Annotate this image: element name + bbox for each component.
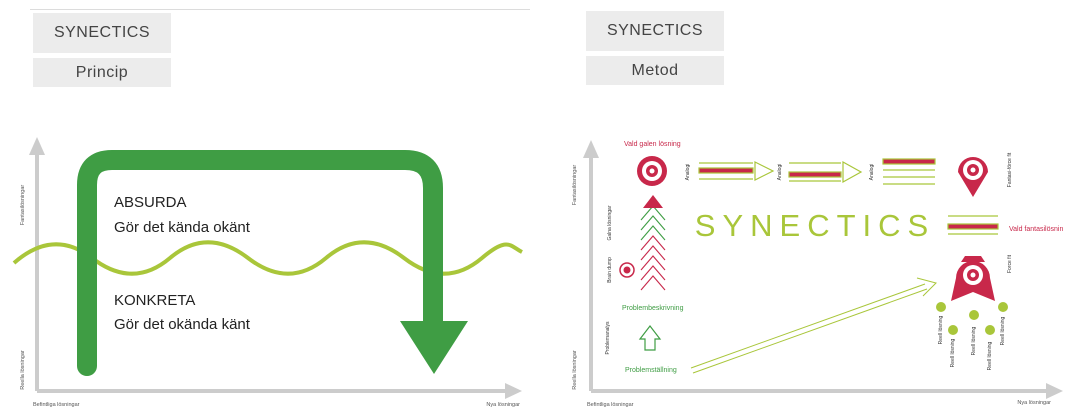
crazy-chevrons-top [643, 195, 663, 208]
method-title: SYNECTICS [606, 22, 704, 39]
chosen-crazy-target-icon [637, 156, 667, 186]
uturn-arrowhead [400, 321, 468, 374]
brain-dump-label: Brain dump [607, 257, 613, 283]
absurd-text: Gör det kända okänt [114, 219, 251, 236]
boundary-wave [12, 240, 523, 276]
method-y-axis-top-label: Fantasilösningar [572, 165, 578, 206]
crazy-solutions-label: Galna lösningar [607, 205, 613, 240]
method-diagram: Fantasilösningar Reella lösningar Befint… [572, 140, 1063, 408]
real-solution-label-4: Reell lösning [987, 341, 993, 370]
analogy-segment-3 [882, 158, 936, 185]
method-axes [583, 140, 1063, 399]
chosen-fantasy-bars [947, 215, 999, 235]
method-x-axis-right-label: Nya lösningar [1017, 400, 1051, 406]
analogy-label-2: Analogi [777, 164, 783, 181]
method-x-axis-left-label: Befintliga lösningar [587, 402, 634, 408]
force-fit-target-icon [951, 256, 995, 301]
method-y-axis-bottom-label: Reella lösningar [572, 350, 578, 390]
method-y-arrowhead [583, 140, 599, 158]
problem-up-arrow [638, 325, 662, 351]
real-solution-dot [998, 302, 1008, 312]
y-axis-bottom-label: Reella lösningar [20, 350, 26, 390]
principle-diagram: Fantasilösningar Reella lösningar Befint… [12, 137, 523, 408]
analogy-label-3: Analogi [869, 164, 875, 181]
real-solution-dot [985, 325, 995, 335]
concrete-heading: KONKRETA [114, 292, 195, 309]
x-axis-arrowhead [505, 383, 522, 399]
real-solution-label-1: Reell lösning [938, 315, 944, 344]
x-axis-right-label: Nya lösningar [486, 402, 520, 408]
concrete-text: Gör det okända känt [114, 316, 251, 333]
analogy-segment-2 [788, 160, 863, 184]
brain-dump-target-icon [619, 262, 635, 278]
fantasy-target-icon [958, 157, 988, 197]
diagonal-arrow-line-a [690, 283, 926, 369]
y-axis-arrowhead [29, 137, 45, 155]
y-axis-top-label: Fantasilösningar [20, 185, 26, 226]
analogy-segment-1 [698, 161, 775, 181]
method-panel: SYNECTICS Metod Fantasilösningar Reella … [533, 0, 1067, 410]
top-divider [30, 9, 530, 10]
real-solution-label-2: Reell lösning [950, 338, 956, 367]
synectics-watermark: SYNECTICS [695, 208, 935, 243]
real-solution-label-5: Reell lösning [1000, 316, 1006, 345]
chosen-fantasy-label: Vald fantasilösnin [1009, 226, 1063, 233]
principle-subtitle-box: Princip [33, 58, 171, 87]
real-solution-dot [969, 310, 979, 320]
diagonal-arrowhead [916, 277, 937, 297]
problem-description-label: Problembeskrivning [622, 305, 684, 312]
method-subtitle: Metod [631, 61, 679, 79]
uturn-arrow-path [77, 150, 443, 376]
crazy-chevrons-green [640, 205, 666, 241]
real-solution-label-3: Reell lösning [971, 326, 977, 355]
method-subtitle-box: Metod [586, 56, 724, 85]
principle-subtitle: Princip [75, 63, 129, 81]
fantasy-fit-label: Fantasi-förce fit [1007, 152, 1013, 187]
axes [29, 137, 522, 399]
x-axis-left-label: Befintliga lösningar [33, 402, 80, 408]
problem-analysis-label: Problemanalys [605, 321, 611, 355]
diagonal-arrow-line-b [692, 288, 928, 374]
method-x-arrowhead [1046, 383, 1063, 399]
problem-statement-label: Problemställning [625, 367, 677, 374]
method-title-box: SYNECTICS [586, 11, 724, 51]
crazy-chevrons [640, 235, 666, 291]
force-fit-label: Force fit [1007, 254, 1013, 273]
chosen-crazy-label: Vald galen lösning [624, 141, 681, 148]
principle-title-box: SYNECTICS [33, 13, 171, 53]
real-solution-dots [936, 302, 1008, 335]
absurd-heading: ABSURDA [114, 194, 187, 211]
analogy-label-1: Analogi [685, 164, 691, 181]
real-solution-dot [948, 325, 958, 335]
principle-panel: SYNECTICS Princip Fantasilösningar Reell… [0, 0, 533, 410]
real-solution-dot [936, 302, 946, 312]
principle-title: SYNECTICS [53, 24, 151, 41]
